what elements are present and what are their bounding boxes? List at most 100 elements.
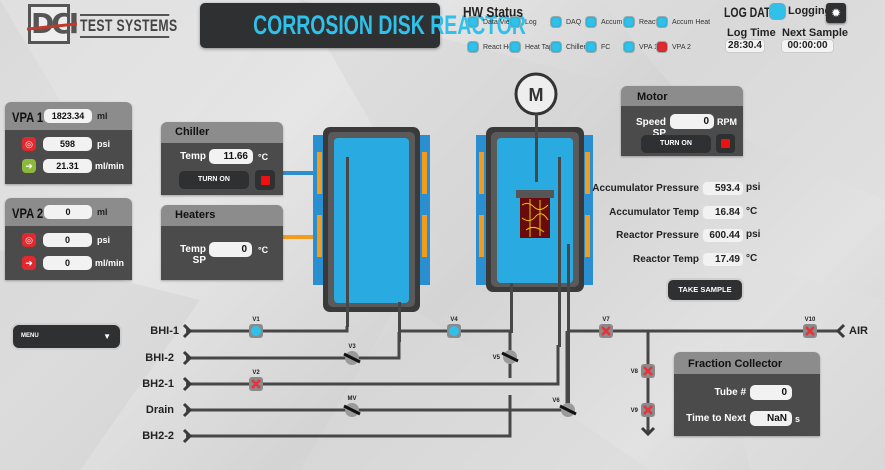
valve-v2[interactable] xyxy=(249,377,263,391)
valve-label: V1 xyxy=(252,317,260,323)
valve-v9[interactable] xyxy=(641,403,655,417)
hw-status-item: Accum P xyxy=(585,16,629,28)
status-led-icon xyxy=(509,41,521,53)
hw-status-item: Log xyxy=(509,16,537,28)
vpa2-volume-unit: ml xyxy=(97,207,108,217)
valve-label: MV xyxy=(348,396,357,402)
status-led-icon xyxy=(550,41,562,53)
tube-value: 0 xyxy=(750,385,792,400)
vpa2-flow-unit: ml/min xyxy=(95,258,125,268)
status-led-icon xyxy=(585,41,597,53)
chiller-title: Chiller xyxy=(161,122,283,143)
chiller-status-button[interactable] xyxy=(255,170,275,190)
readout-unit: psi xyxy=(746,182,761,193)
settings-button[interactable]: ✹ xyxy=(826,3,846,23)
vpa1-pressure: 598 xyxy=(43,137,92,151)
heaters-temp-sp-input[interactable]: 0 xyxy=(209,242,252,257)
readout-value: 16.84 xyxy=(702,205,744,220)
motor-speed-input[interactable]: 0 xyxy=(670,114,714,129)
valve-handle-icon xyxy=(559,404,577,416)
vpa1-volume-unit: ml xyxy=(97,111,108,121)
valve-open-icon xyxy=(251,326,261,336)
valve-v5[interactable] xyxy=(501,350,519,364)
chiller-temp-label: Temp xyxy=(180,151,206,162)
motor-speed-label: Speed SP xyxy=(635,117,666,139)
status-led-icon xyxy=(585,16,597,28)
valve-open-icon xyxy=(449,326,459,336)
arrow-right-icon: ➜ xyxy=(22,159,36,173)
inlet-label-bh2-2: BH2-2 xyxy=(142,430,174,442)
logging-indicator[interactable] xyxy=(769,3,786,20)
hw-status-label: Data View xyxy=(483,18,515,26)
time-to-next-value: NaN xyxy=(750,411,792,426)
valve-label: V8 xyxy=(631,369,639,375)
gauge-icon: ◎ xyxy=(22,233,36,247)
status-led-icon xyxy=(467,16,479,28)
hw-status-item: VPA 1 xyxy=(623,41,658,53)
valve-v6[interactable] xyxy=(559,403,577,417)
vpa2-flow: 0 xyxy=(43,256,92,270)
heaters-temp-sp-unit: °C xyxy=(258,245,269,255)
valve-v8[interactable] xyxy=(641,364,655,378)
hw-status-label: VPA 1 xyxy=(639,43,658,51)
chiller-temp-unit: °C xyxy=(258,152,269,162)
status-led-icon xyxy=(509,16,521,28)
hw-status-item: Chiller xyxy=(550,41,586,53)
vpa2-pressure: 0 xyxy=(43,233,92,247)
stop-indicator-icon xyxy=(721,139,730,148)
readout-unit: psi xyxy=(746,229,761,240)
valve-v3[interactable] xyxy=(343,351,361,365)
dci-logo: DCI xyxy=(27,4,79,44)
menu-dropdown[interactable]: MENU▼ xyxy=(13,325,120,348)
air-label: AIR xyxy=(849,325,868,337)
readout-label: Accumulator Temp xyxy=(609,207,699,218)
valve-v10[interactable] xyxy=(803,324,817,338)
inlet-label-bhi-2: BHI-2 xyxy=(145,352,174,364)
log-data-title: LOG DATA xyxy=(724,4,778,20)
readout-value: 593.4 xyxy=(702,181,744,196)
readout-value: 600.44 xyxy=(702,228,744,243)
heaters-panel: Heaters xyxy=(161,205,283,280)
vpa1-flow-unit: ml/min xyxy=(95,161,125,171)
chevron-down-icon: ▼ xyxy=(103,332,111,341)
status-led-icon xyxy=(656,41,668,53)
heater-line xyxy=(283,235,318,239)
valve-closed-x-icon xyxy=(643,366,653,376)
valve-closed-x-icon xyxy=(805,326,815,336)
status-led-icon xyxy=(656,16,668,28)
readout-label: Reactor Pressure xyxy=(616,230,699,241)
logo-text: TEST SYSTEMS xyxy=(80,14,177,38)
vpa2-volume: 0 xyxy=(44,205,92,219)
take-sample-button[interactable]: TAKE SAMPLE xyxy=(668,280,742,300)
log-time-label: Log Time xyxy=(727,27,776,39)
status-led-icon xyxy=(467,41,479,53)
hw-status-item: FC xyxy=(585,41,610,53)
hw-status-label: Heat Tape xyxy=(525,43,557,51)
app-title: CORROSION DISK REACTOR xyxy=(200,3,526,48)
valve-label: V10 xyxy=(805,317,816,323)
valve-v7[interactable] xyxy=(599,324,613,338)
status-led-icon xyxy=(550,16,562,28)
hw-status-label: Chiller xyxy=(566,43,586,51)
vpa2-title: VPA 2 xyxy=(12,205,44,221)
valve-label: V4 xyxy=(450,317,458,323)
valve-v4[interactable] xyxy=(447,324,461,338)
status-led-icon xyxy=(623,41,635,53)
motor-turn-on-button[interactable]: TURN ON xyxy=(641,135,711,153)
valve-label: V6 xyxy=(552,398,560,404)
chiller-turn-on-button[interactable]: TURN ON xyxy=(179,171,249,189)
hw-status-label: DAQ xyxy=(566,18,582,26)
vpa1-volume: 1823.34 xyxy=(44,109,92,123)
motor-status-button[interactable] xyxy=(716,134,735,153)
reactor-vessel xyxy=(476,72,593,414)
fraction-collector-title: Fraction Collector xyxy=(674,352,820,374)
valve-handle-icon xyxy=(343,352,361,364)
valve-v1[interactable] xyxy=(249,324,263,338)
inlet-label-bhi-1: BHI-1 xyxy=(150,325,179,337)
valve-mv[interactable] xyxy=(343,403,361,417)
readout-unit: °C xyxy=(746,206,758,217)
valve-label: V2 xyxy=(252,370,260,376)
heaters-temp-sp-label: Temp SP xyxy=(180,244,206,266)
hw-status-label: Log xyxy=(525,18,537,26)
